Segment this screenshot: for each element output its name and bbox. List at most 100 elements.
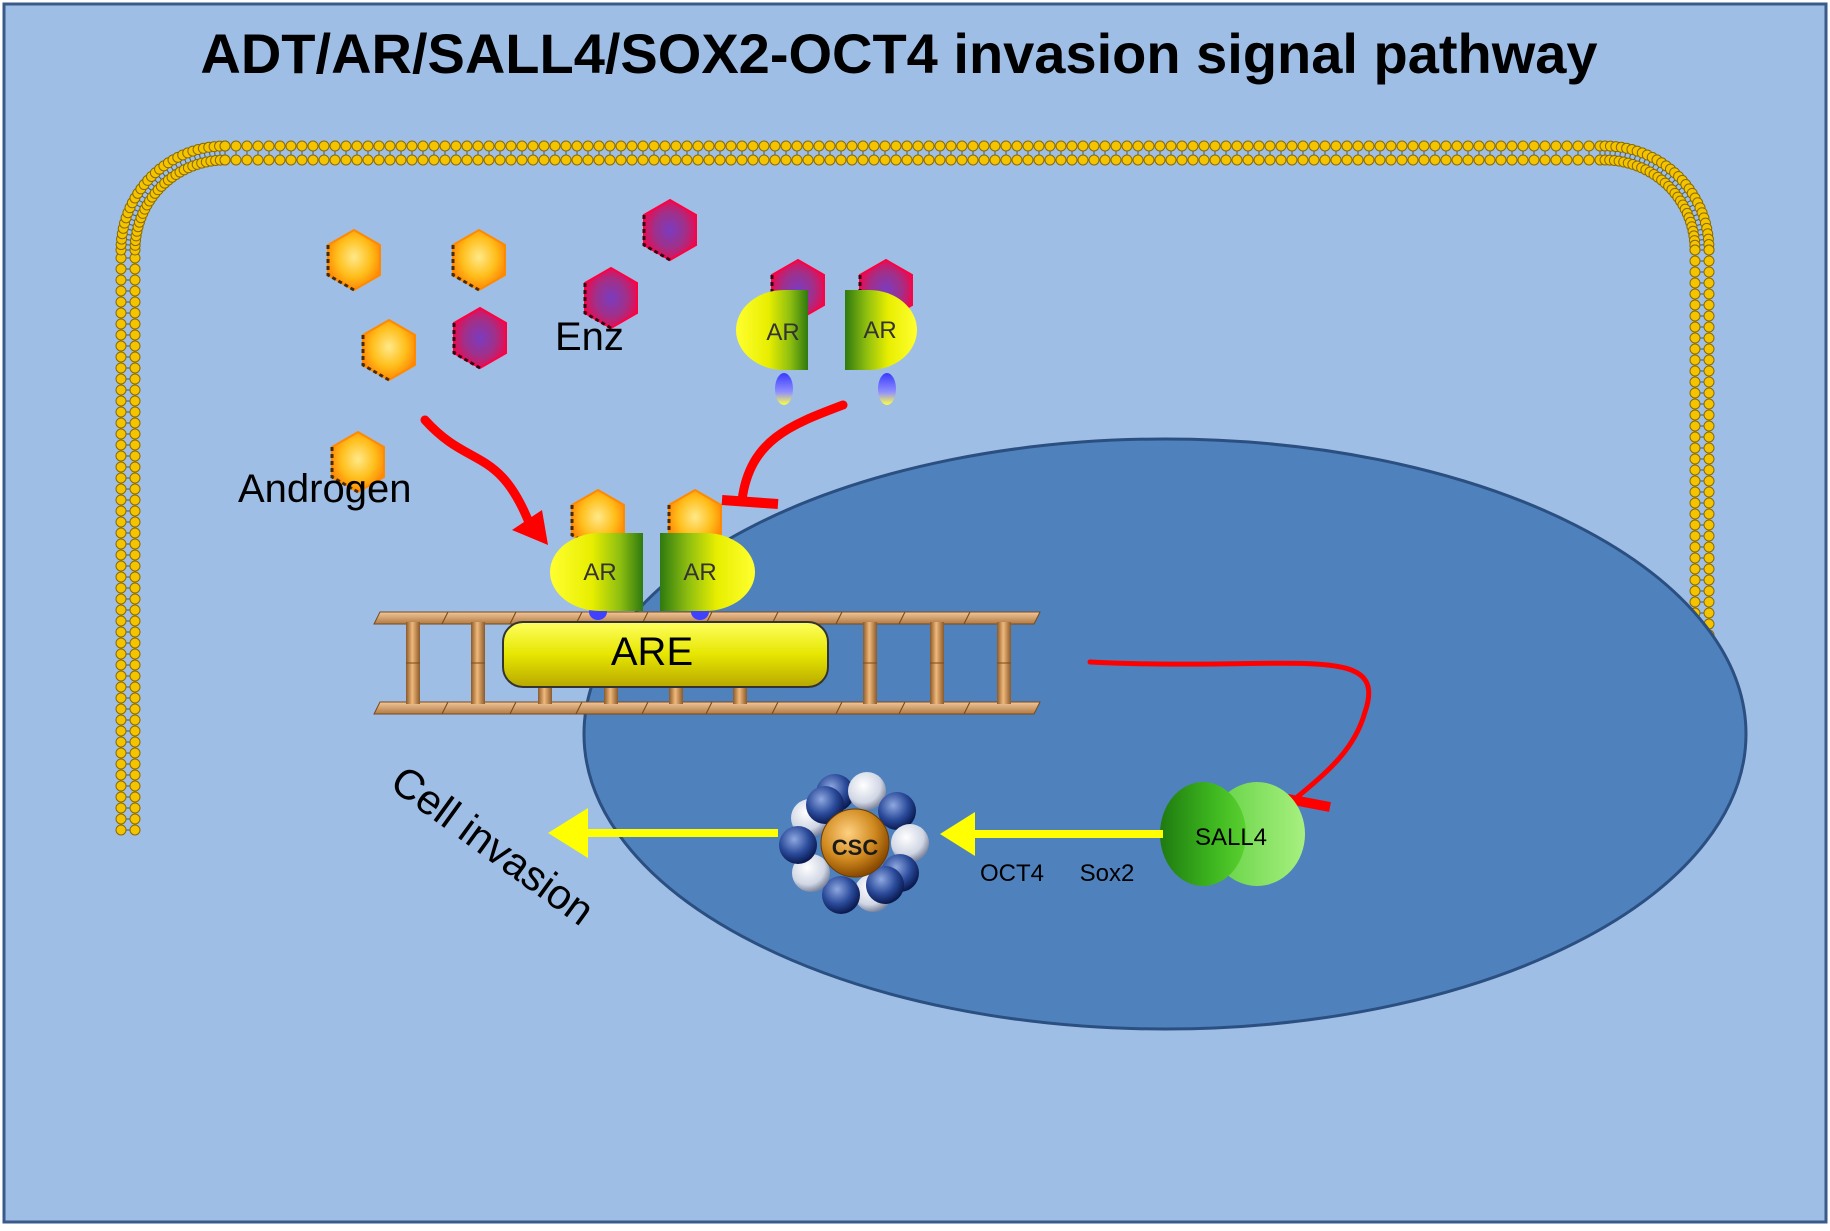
ar-label: AR	[683, 559, 716, 586]
membrane-bead	[846, 154, 858, 166]
membrane-bead	[1231, 140, 1243, 152]
membrane-bead	[1539, 140, 1551, 152]
membrane-bead	[115, 527, 127, 539]
membrane-bead	[115, 725, 127, 737]
ar-subunit-right	[845, 290, 917, 370]
membrane-bead	[129, 703, 141, 715]
membrane-bead	[846, 140, 858, 152]
membrane-bead	[1506, 140, 1518, 152]
membrane-bead	[115, 626, 127, 638]
membrane-bead	[1440, 154, 1452, 166]
membrane-bead	[129, 516, 141, 528]
csc-sphere	[866, 866, 904, 904]
membrane-bead	[115, 692, 127, 704]
membrane-bead	[560, 140, 572, 152]
membrane-bead	[1689, 354, 1701, 366]
membrane-bead	[1088, 154, 1100, 166]
membrane-bead	[129, 307, 141, 319]
ar-subunit-left	[550, 533, 643, 611]
membrane-bead	[1689, 365, 1701, 377]
membrane-bead	[1473, 154, 1485, 166]
membrane-bead	[115, 648, 127, 660]
membrane-bead	[901, 154, 913, 166]
membrane-bead	[461, 140, 473, 152]
membrane-bead	[241, 154, 253, 166]
membrane-bead	[1689, 299, 1701, 311]
membrane-bead	[1121, 154, 1133, 166]
csc-core	[820, 808, 890, 878]
membrane-bead	[129, 318, 141, 330]
membrane-bead	[1220, 154, 1232, 166]
membrane-bead	[1341, 154, 1353, 166]
membrane-bead	[1484, 140, 1496, 152]
membrane-bead	[703, 154, 715, 166]
membrane-bead	[1132, 154, 1144, 166]
membrane-bead	[115, 483, 127, 495]
membrane-bead	[1703, 453, 1715, 465]
ar-dna-binding-domain	[878, 373, 896, 405]
membrane-bead	[1297, 140, 1309, 152]
membrane-bead	[681, 154, 693, 166]
membrane-bead	[129, 362, 141, 374]
membrane-bead	[129, 813, 141, 825]
membrane-bead	[129, 439, 141, 451]
membrane-bead	[1703, 266, 1715, 278]
membrane-bead	[115, 659, 127, 671]
membrane-bead	[129, 648, 141, 660]
ar-dimer-enz-bound: AR AR	[736, 258, 917, 405]
membrane-bead	[252, 154, 264, 166]
membrane-bead	[1011, 140, 1023, 152]
membrane-bead	[115, 538, 127, 550]
membrane-bead	[747, 154, 759, 166]
membrane-bead	[1703, 552, 1715, 564]
membrane-bead	[1689, 453, 1701, 465]
membrane-bead	[681, 140, 693, 152]
membrane-bead	[115, 758, 127, 770]
membrane-bead	[1703, 321, 1715, 333]
membrane-bead	[1143, 140, 1155, 152]
membrane-bead	[384, 154, 396, 166]
membrane-bead	[230, 140, 242, 152]
membrane-bead	[1539, 154, 1551, 166]
membrane-bead	[115, 747, 127, 759]
membrane-bead	[129, 483, 141, 495]
membrane-bead	[1506, 154, 1518, 166]
membrane-bead	[1689, 541, 1701, 553]
membrane-bead	[129, 384, 141, 396]
membrane-bead	[1154, 154, 1166, 166]
membrane-bead	[129, 505, 141, 517]
membrane-bead	[115, 450, 127, 462]
membrane-bead	[129, 670, 141, 682]
membrane-bead	[1352, 140, 1364, 152]
membrane-bead	[703, 140, 715, 152]
membrane-bead	[1528, 154, 1540, 166]
membrane-bead	[115, 769, 127, 781]
membrane-bead	[1703, 343, 1715, 355]
csc-sphere	[891, 824, 929, 862]
membrane-bead	[967, 140, 979, 152]
membrane-bead	[129, 593, 141, 605]
membrane-bead	[934, 154, 946, 166]
membrane-bead	[1253, 140, 1265, 152]
membrane-bead	[802, 140, 814, 152]
ar-dna-binding-domain	[775, 373, 793, 405]
membrane-bead	[1011, 154, 1023, 166]
membrane-bead	[129, 450, 141, 462]
membrane-bead	[428, 140, 440, 152]
membrane-bead	[692, 140, 704, 152]
membrane-bead	[1451, 154, 1463, 166]
membrane-bead	[626, 154, 638, 166]
membrane-bead	[1583, 154, 1595, 166]
membrane-bead	[835, 154, 847, 166]
membrane-bead	[1484, 154, 1496, 166]
membrane-bead	[461, 154, 473, 166]
membrane-bead	[252, 140, 264, 152]
membrane-bead	[1703, 277, 1715, 289]
membrane-bead	[582, 140, 594, 152]
membrane-bead	[1703, 585, 1715, 597]
membrane-bead	[129, 395, 141, 407]
membrane-bead	[329, 140, 341, 152]
membrane-bead	[1703, 464, 1715, 476]
membrane-bead	[1363, 154, 1375, 166]
membrane-bead	[505, 140, 517, 152]
